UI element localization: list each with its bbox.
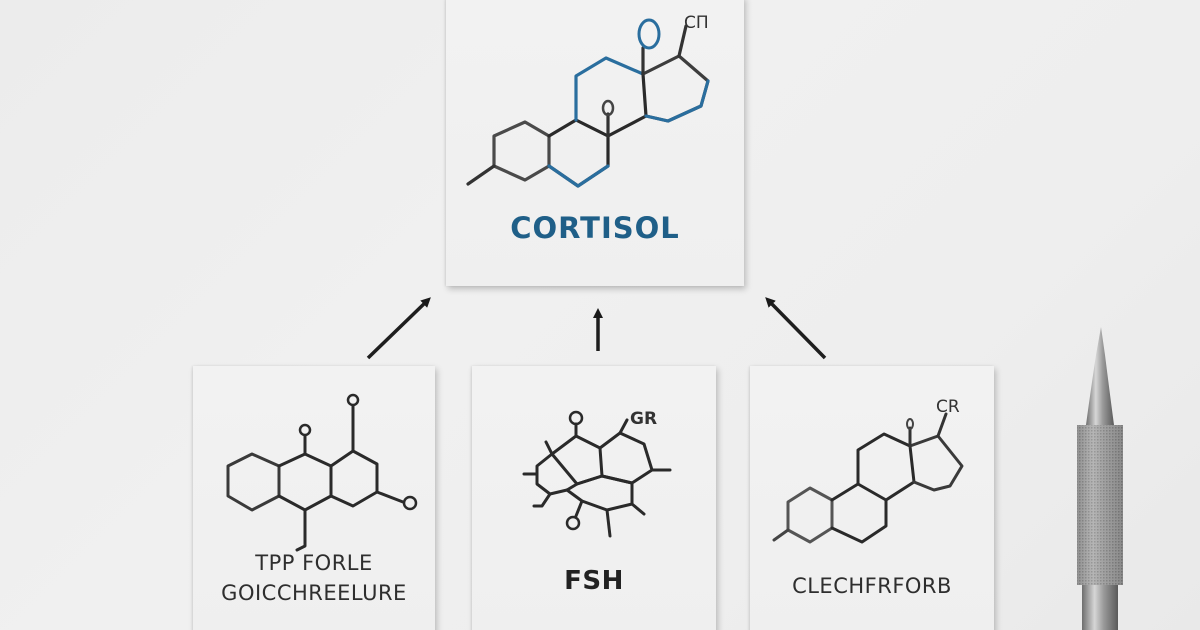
fsh-substituent-label: GR [630, 409, 657, 429]
hormone-card-1: TPP FORLE GOICCHREELURE [193, 366, 435, 630]
mechanical-pencil-icon [1077, 327, 1123, 630]
card-3-substituent-label: CR [936, 397, 960, 417]
cortisol-label: CORTISOL [510, 211, 680, 245]
cortisol-molecule-icon: CΠ [466, 13, 710, 188]
hormone-card-1-label-line1: TPP FORLE [255, 551, 373, 575]
fsh-card: GR FSH [472, 366, 716, 630]
arrow-card3-to-cortisol [765, 297, 827, 360]
hormone-card-1-label-line2: GOICCHREELURE [221, 581, 407, 605]
molecule-1-icon [226, 393, 418, 552]
cortisol-substituent-label: CΠ [684, 13, 709, 33]
molecule-3-icon: CR [772, 397, 964, 544]
hormone-card-1-label: TPP FORLE GOICCHREELURE [193, 548, 435, 608]
fsh-label: FSH [564, 566, 624, 596]
arrow-card1-to-cortisol [366, 297, 431, 360]
cortisol-card: CΠ CORTISOL [446, 0, 744, 286]
hormone-card-3: CR CLECHFRFORB [750, 366, 994, 630]
hormone-card-3-label: CLECHFRFORB [792, 574, 952, 598]
fsh-molecule-icon: GR [522, 409, 672, 538]
